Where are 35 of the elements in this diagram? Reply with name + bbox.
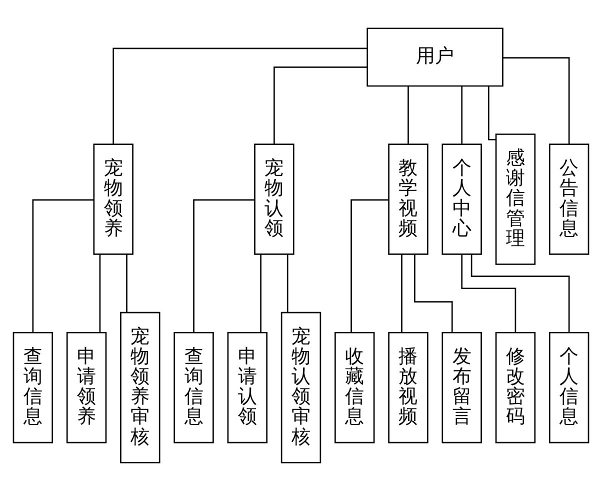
connector [502, 57, 570, 144]
node-box: 感谢信管理 [495, 134, 536, 265]
node-box: 教学视频 [388, 144, 428, 255]
node-box: 公告信息 [548, 144, 590, 255]
connector [461, 254, 516, 332]
node-box: 宠物认领审核 [280, 312, 322, 464]
node-box: 申请认领 [227, 332, 268, 444]
node-box: 查询信息 [174, 332, 214, 444]
connector [260, 254, 262, 332]
connector [401, 254, 402, 332]
node-box: 收藏信息 [334, 332, 375, 444]
node-box: 个人信息 [548, 332, 590, 444]
connector [488, 86, 496, 140]
node-box: 发布留言 [442, 332, 482, 444]
connector [286, 254, 288, 312]
node-box: 申请领养 [66, 332, 107, 444]
node-box: 宠物认领 [254, 144, 294, 255]
node-box: 宠物领养审核 [120, 312, 160, 464]
connector [350, 199, 388, 332]
connector [461, 86, 463, 144]
connector [112, 48, 368, 144]
node-box: 修改密码 [495, 332, 536, 444]
node-box: 查询信息 [12, 332, 54, 444]
node-box: 播放视频 [388, 332, 428, 444]
node-box: 个人中心 [442, 144, 482, 255]
connector [408, 86, 409, 144]
connector [274, 66, 368, 144]
connector [193, 199, 255, 332]
connector [99, 254, 101, 332]
connector [414, 254, 453, 332]
node-box: 宠物领养 [93, 144, 134, 255]
connector [470, 254, 570, 333]
connector [32, 199, 94, 332]
node-box: 用户 [366, 28, 504, 87]
connector [126, 254, 128, 312]
